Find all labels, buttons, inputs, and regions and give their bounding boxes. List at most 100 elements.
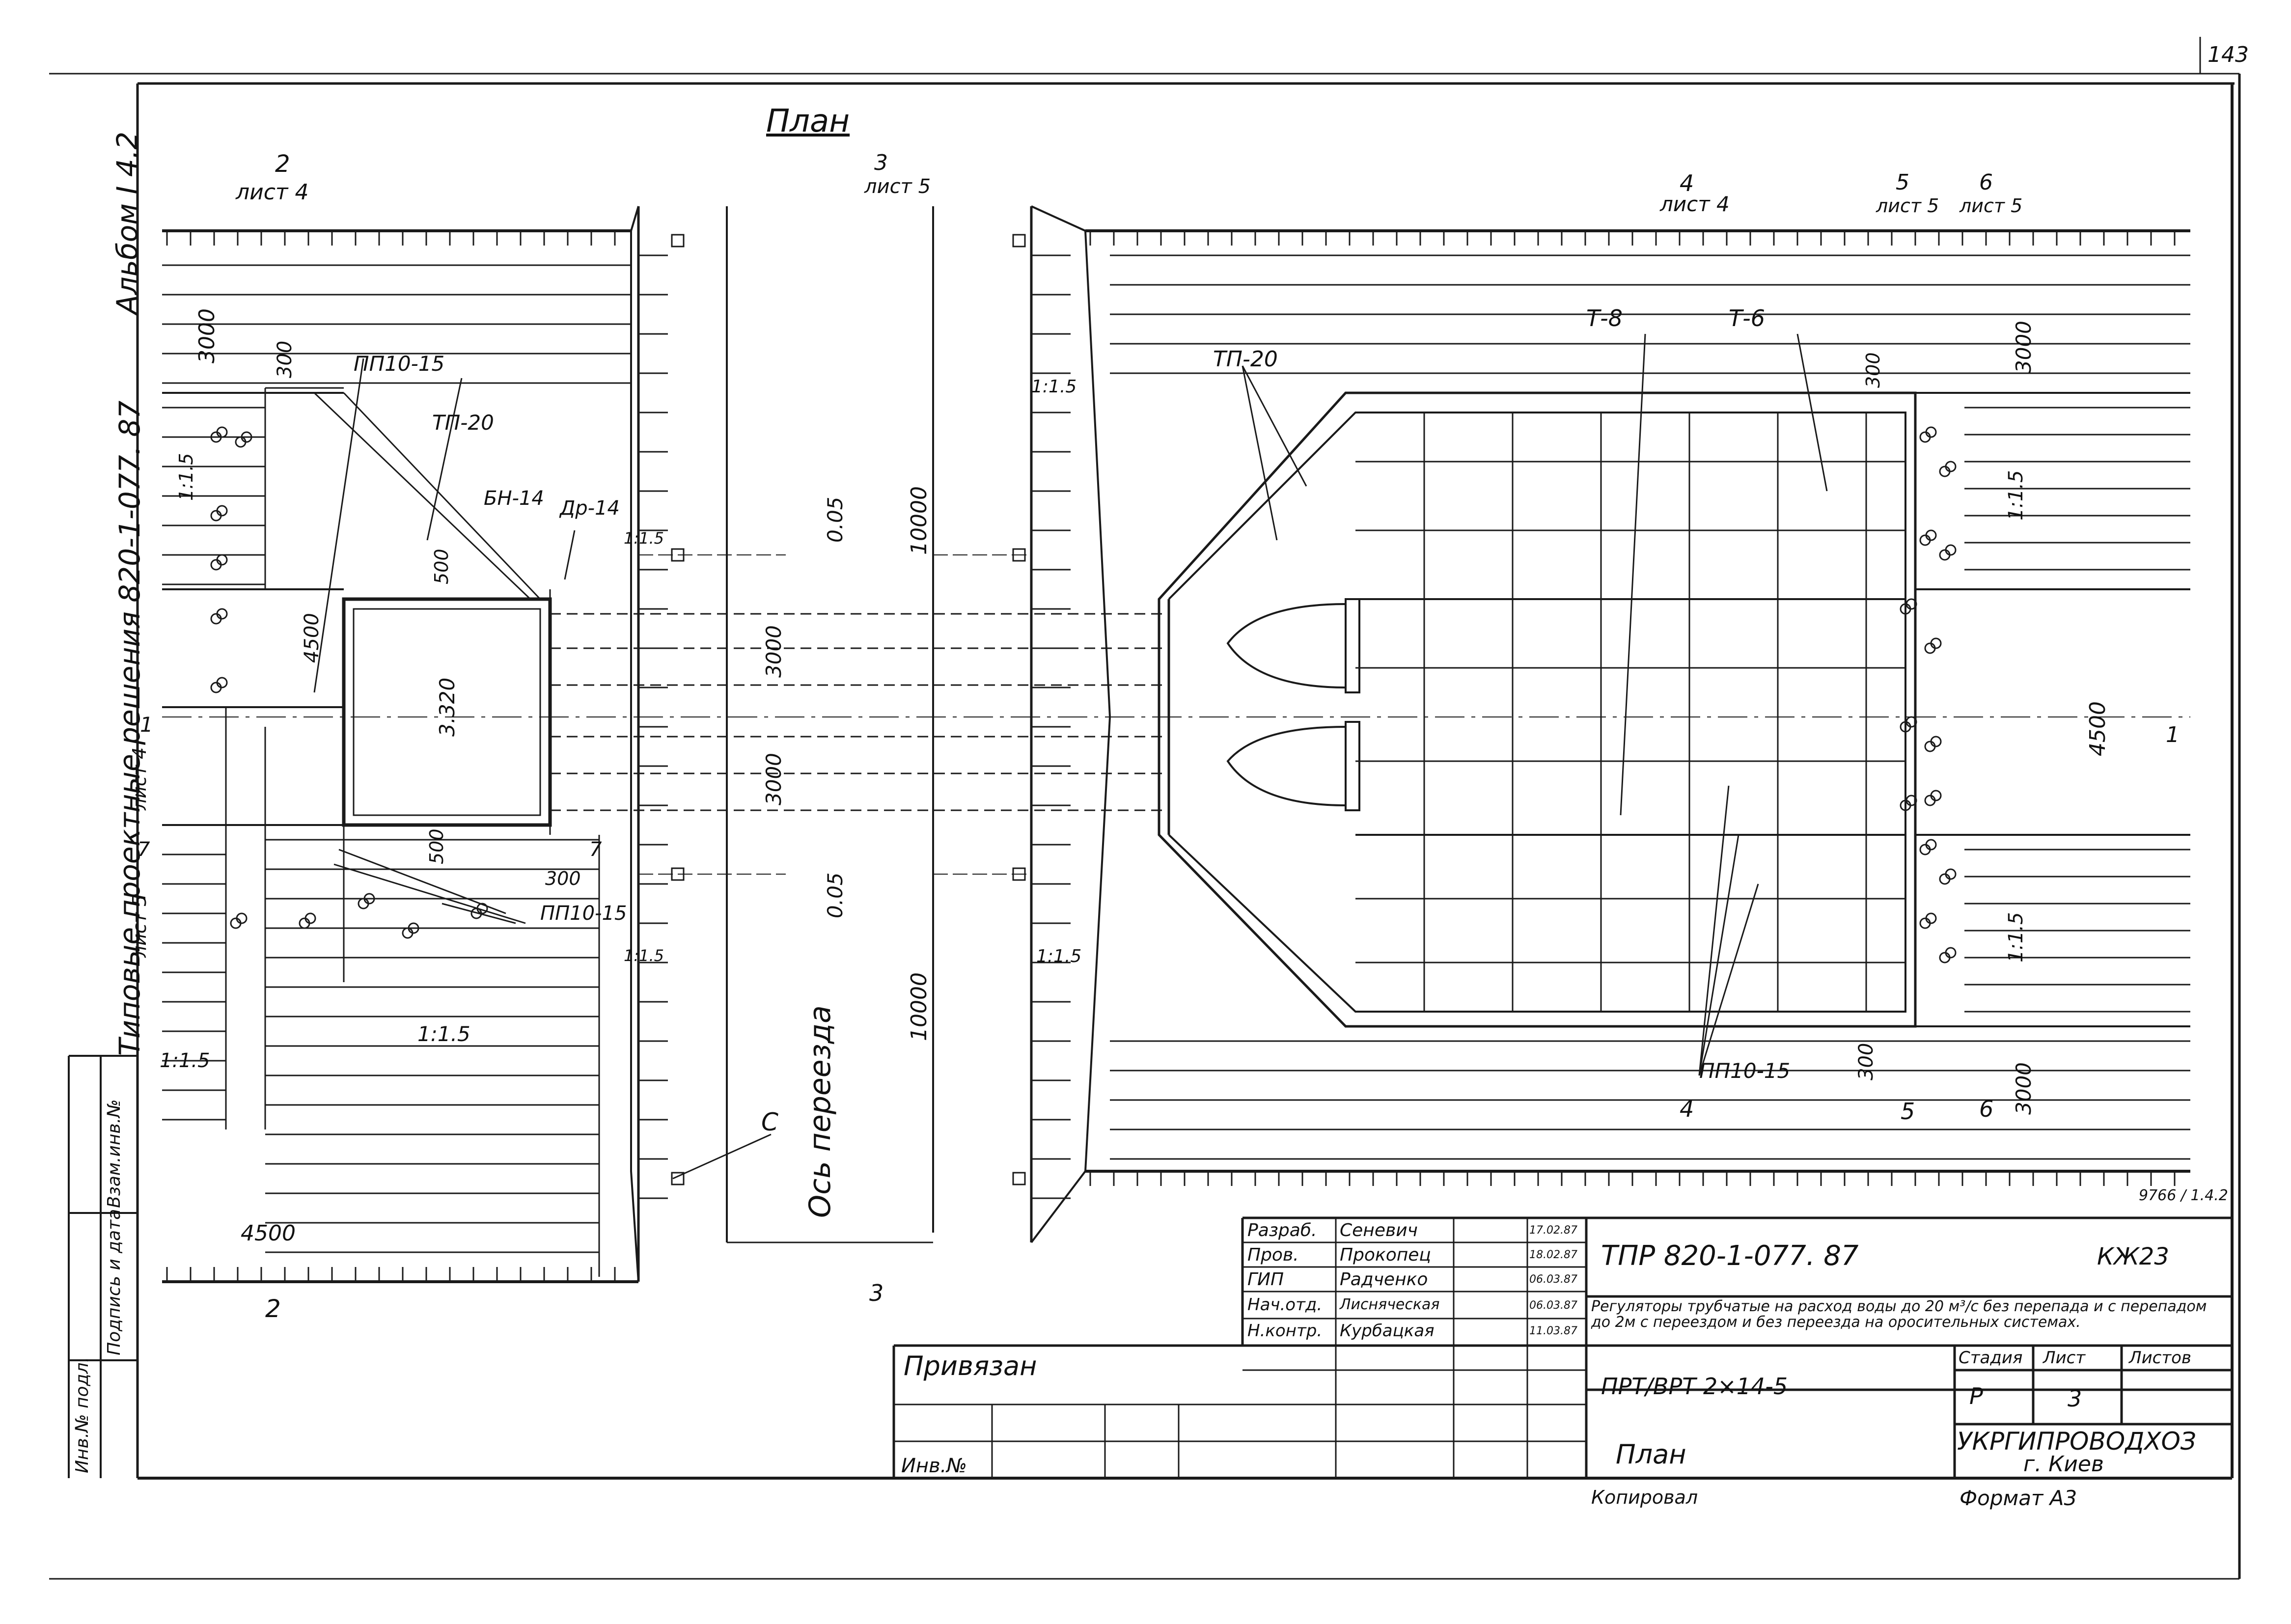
section-7-left: 7 bbox=[138, 838, 150, 861]
plan-title: План bbox=[766, 103, 850, 139]
dim-0-05-b: 0.05 bbox=[823, 872, 847, 918]
tb-drawing-name: План bbox=[1616, 1439, 1686, 1470]
tb-sheet-mark: КЖ23 bbox=[2097, 1243, 2169, 1270]
dim-0-05-a: 0.05 bbox=[823, 496, 847, 543]
tb-sheets-header: Листов bbox=[2129, 1348, 2192, 1368]
tb-description: Регуляторы трубчатые на расход воды до 2… bbox=[1591, 1298, 2207, 1331]
section-2-top: 2 bbox=[275, 150, 290, 178]
tb-role-0: Разраб. bbox=[1247, 1220, 1317, 1240]
dim-3000-c1: 3000 bbox=[762, 625, 786, 678]
dim-300-tr: 300 bbox=[1862, 352, 1884, 388]
dim-300-br: 300 bbox=[1855, 1043, 1877, 1080]
stamp-inv-podl: Инв.№ подл. bbox=[72, 1357, 92, 1473]
section-4-top: 4 bbox=[1680, 170, 1694, 196]
slope-left-bottom: 1:1.5 bbox=[160, 1049, 210, 1072]
section-3-top-sheet: лист 5 bbox=[864, 175, 931, 198]
section-1-right: 1 bbox=[2166, 722, 2180, 747]
section-2-top-sheet: лист 4 bbox=[236, 180, 309, 205]
label-t6: Т-6 bbox=[1729, 305, 1765, 331]
section-2-bottom: 2 bbox=[265, 1294, 281, 1323]
axis-label: Ось переезда bbox=[803, 1005, 837, 1218]
tb-variant: ПРТ/ВРТ 2×14-5 bbox=[1601, 1373, 1788, 1400]
label-pp10-15-right: ПП10-15 bbox=[1699, 1059, 1791, 1083]
stamp-podpis-data: Подпись и дата bbox=[104, 1209, 124, 1355]
tb-role-4: Н.контр. bbox=[1247, 1321, 1323, 1341]
dim-300-tl: 300 bbox=[274, 340, 296, 378]
tb-name-1: Прокопец bbox=[1340, 1245, 1431, 1265]
tb-date-1: 18.02.87 bbox=[1529, 1249, 1577, 1261]
tb-role-2: ГИП bbox=[1247, 1269, 1284, 1290]
section-6-top-sheet: лист 5 bbox=[1960, 195, 2023, 217]
tb-format: Формат А3 bbox=[1960, 1486, 2077, 1510]
dim-4500-v: 4500 bbox=[301, 613, 323, 663]
dim-10000-b: 10000 bbox=[907, 972, 932, 1041]
section-7-left-sheet: лист 5 bbox=[129, 894, 150, 958]
tb-stage-header: Стадия bbox=[1959, 1348, 2023, 1368]
tb-date-2: 06.03.87 bbox=[1529, 1273, 1577, 1286]
dim-3000-br: 3000 bbox=[2012, 1062, 2036, 1115]
label-pp10-15-bottom: ПП10-15 bbox=[540, 902, 627, 925]
label-c: С bbox=[761, 1108, 778, 1136]
tb-org: УКРГИПРОВОДХОЗ bbox=[1957, 1427, 2196, 1456]
dim-3000-c2: 3000 bbox=[762, 753, 786, 805]
dim-500-a: 500 bbox=[431, 549, 452, 584]
label-tp20-left: ТП-20 bbox=[432, 411, 494, 435]
section-4-bottom: 4 bbox=[1680, 1096, 1694, 1122]
dim-10000-a: 10000 bbox=[907, 486, 932, 555]
tb-name-4: Курбацкая bbox=[1340, 1321, 1435, 1341]
section-1-left-sheet: лист 4 bbox=[129, 747, 150, 810]
slope-mid: 1:1.5 bbox=[417, 1022, 470, 1046]
tb-sheet-header: Лист bbox=[2043, 1348, 2086, 1368]
corner-note: 9766 / 1.4.2 bbox=[2139, 1187, 2228, 1204]
slope-ch-r2: 1:1.5 bbox=[1036, 946, 1082, 966]
dim-3000-tr: 3000 bbox=[2012, 321, 2036, 373]
slope-right-bottom: 1:1.5 bbox=[2005, 912, 2027, 963]
tb-name-0: Сеневич bbox=[1340, 1220, 1418, 1240]
tb-name-3: Лисняческая bbox=[1340, 1296, 1440, 1313]
section-4-top-sheet: лист 4 bbox=[1660, 192, 1730, 216]
section-5-top-sheet: лист 5 bbox=[1876, 195, 1939, 217]
tb-stage: Р bbox=[1969, 1383, 1983, 1409]
tb-role-1: Пров. bbox=[1247, 1245, 1299, 1265]
slope-ch-l1: 1:1.5 bbox=[624, 529, 664, 548]
tb-date-3: 06.03.87 bbox=[1529, 1299, 1577, 1312]
tb-role-3: Нач.отд. bbox=[1247, 1295, 1323, 1315]
slope-right-top: 1:1.5 bbox=[2005, 470, 2027, 521]
dim-4500-r: 4500 bbox=[2085, 701, 2110, 756]
section-6-top: 6 bbox=[1979, 170, 1993, 195]
tb-sheet: 3 bbox=[2068, 1385, 2082, 1412]
section-6-bottom: 6 bbox=[1979, 1096, 1994, 1122]
page-number: 143 bbox=[2208, 42, 2249, 67]
section-5-top: 5 bbox=[1896, 170, 1909, 195]
dim-300-b: 300 bbox=[545, 868, 581, 889]
label-pp10-15-top: ПП10-15 bbox=[354, 352, 445, 376]
section-1-left: 1 bbox=[140, 713, 153, 737]
tb-city: г. Киев bbox=[2023, 1452, 2104, 1477]
tb-bound: Привязан bbox=[904, 1350, 1037, 1381]
label-tp20-right: ТП-20 bbox=[1213, 347, 1278, 372]
tb-copied: Копировал bbox=[1591, 1486, 1698, 1508]
dim-3000-tl: 3000 bbox=[194, 308, 220, 363]
dim-3320: 3.320 bbox=[435, 677, 459, 737]
tb-inv: Инв.№ bbox=[901, 1455, 967, 1477]
stamp-vzam-inv: Взам.инв.№ bbox=[104, 1099, 124, 1208]
tb-doc-code: ТПР 820-1-077. 87 bbox=[1601, 1240, 1859, 1272]
label-t8: Т-8 bbox=[1586, 305, 1623, 331]
slope-left-top: 1:1.5 bbox=[175, 453, 197, 501]
dim-500-b: 500 bbox=[426, 828, 447, 864]
tb-date-4: 11.03.87 bbox=[1529, 1325, 1577, 1337]
tb-date-0: 17.02.87 bbox=[1529, 1224, 1577, 1237]
album-label: Альбом І 4.2 bbox=[110, 131, 144, 314]
tb-name-2: Радченко bbox=[1340, 1269, 1428, 1290]
slope-ch-r1: 1:1.5 bbox=[1031, 377, 1077, 397]
slope-ch-l2: 1:1.5 bbox=[624, 946, 664, 965]
label-bn14: БН-14 bbox=[484, 487, 544, 510]
section-5-bottom: 5 bbox=[1901, 1098, 1915, 1125]
section-3-top: 3 bbox=[874, 150, 888, 175]
label-dr14: Др-14 bbox=[560, 497, 620, 520]
section-7-right: 7 bbox=[589, 838, 602, 861]
dim-4500-h: 4500 bbox=[241, 1221, 296, 1246]
section-3-bottom: 3 bbox=[869, 1280, 884, 1306]
